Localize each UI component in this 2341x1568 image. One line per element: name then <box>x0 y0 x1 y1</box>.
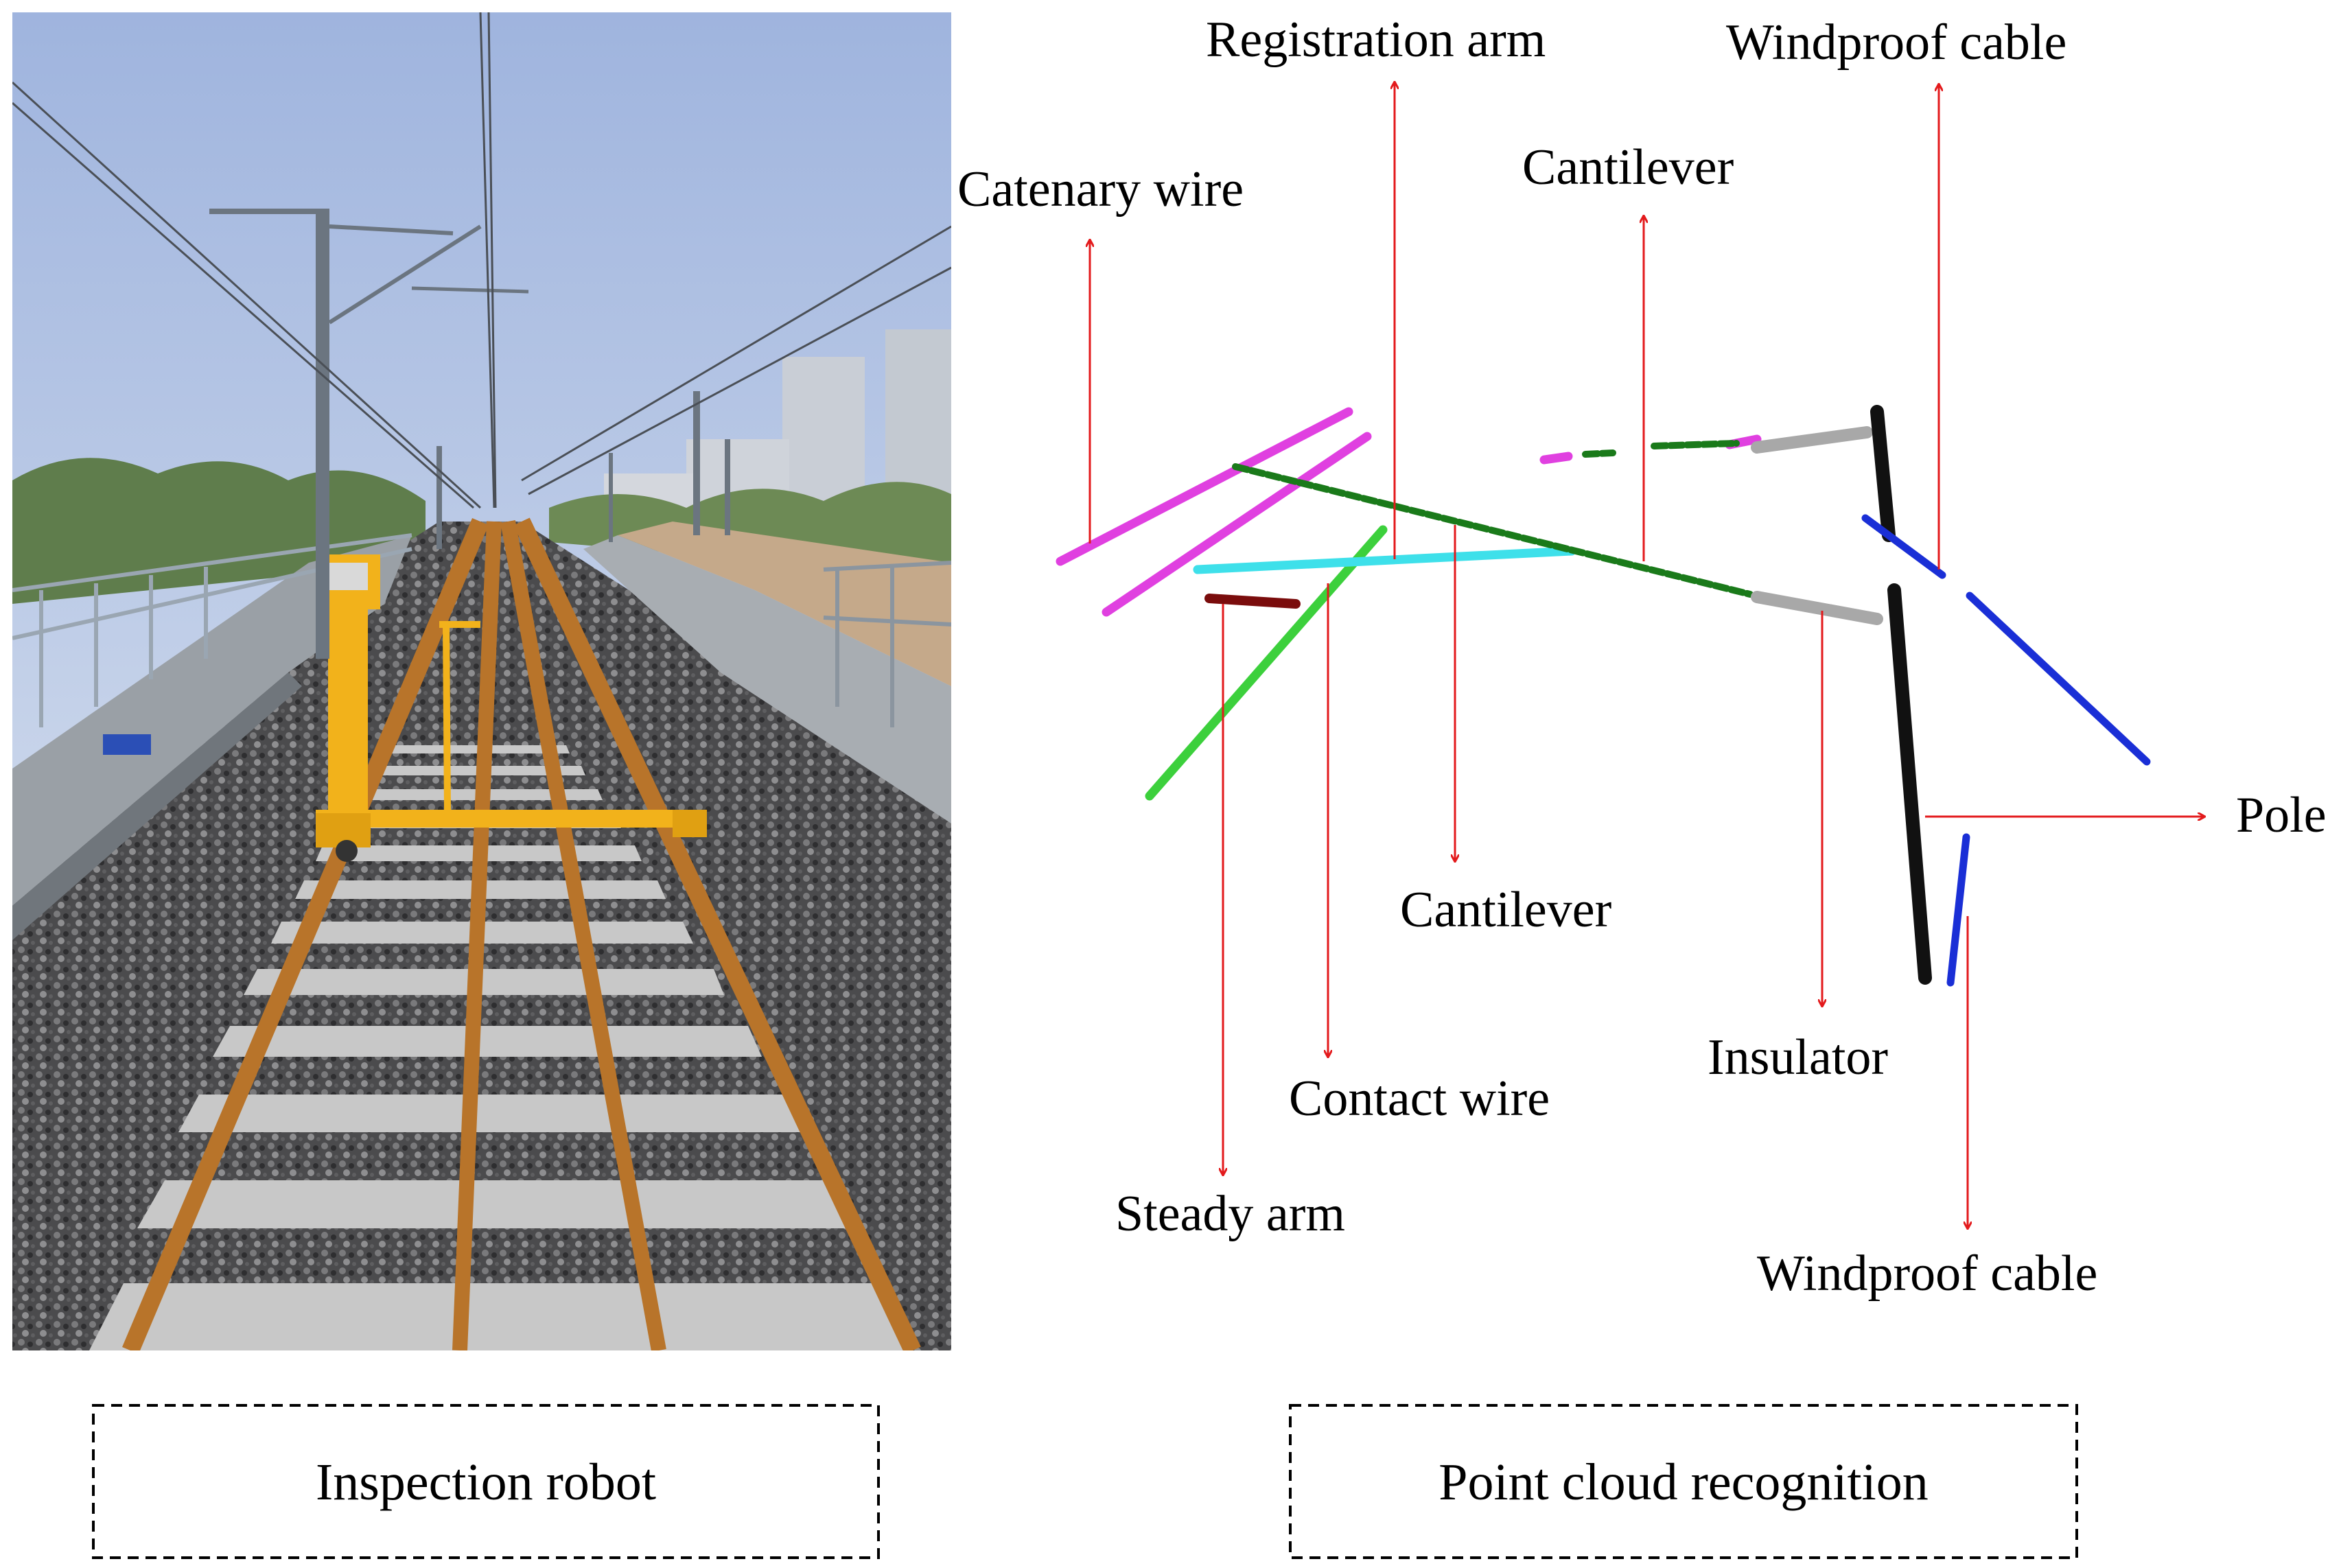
label-windproof-cable-top: Windproof cable <box>1726 14 2066 71</box>
annotation-arrows <box>1090 82 2204 1228</box>
caption-box-inspection-robot: Inspection robot <box>92 1404 880 1559</box>
label-cantilever-top: Cantilever <box>1522 139 1734 196</box>
right-ground-soil <box>618 522 951 686</box>
right-fence <box>823 561 951 727</box>
label-registration-arm: Registration arm <box>1206 12 1546 68</box>
left-platform <box>12 535 412 906</box>
insulator-points <box>1751 426 1883 625</box>
steady-arm-points <box>1204 594 1301 609</box>
catenary-masts <box>209 209 730 659</box>
label-windproof-cable-bottom: Windproof cable <box>1757 1245 2097 1302</box>
right-platform <box>583 535 951 823</box>
registration-arm-points <box>1145 525 1388 801</box>
blue-device <box>103 734 151 755</box>
label-steady-arm: Steady arm <box>1115 1186 1345 1242</box>
left-fence <box>12 533 412 727</box>
label-catenary-wire: Catenary wire <box>957 161 1244 218</box>
label-contact-wire: Contact wire <box>1289 1070 1550 1127</box>
overhead-wires <box>12 12 951 509</box>
pole-points <box>1870 405 1932 985</box>
label-insulator: Insulator <box>1708 1029 1888 1086</box>
label-pole: Pole <box>2236 787 2327 843</box>
caption-inspection-robot: Inspection robot <box>316 1453 656 1511</box>
inspection-robot-photo <box>12 12 951 1350</box>
label-cantilever-bottom: Cantilever <box>1400 882 1611 938</box>
contact-wire-points <box>1193 546 1576 574</box>
inspection-robot <box>316 554 707 862</box>
point-cloud <box>1056 405 2151 987</box>
caption-box-point-cloud: Point cloud recognition <box>1289 1404 2078 1559</box>
caption-point-cloud-recognition: Point cloud recognition <box>1439 1453 1928 1511</box>
windproof-cable-points <box>1861 514 2151 987</box>
left-platform-edge <box>12 672 302 940</box>
rails <box>122 517 921 1350</box>
cantilever-points <box>1232 440 1754 598</box>
